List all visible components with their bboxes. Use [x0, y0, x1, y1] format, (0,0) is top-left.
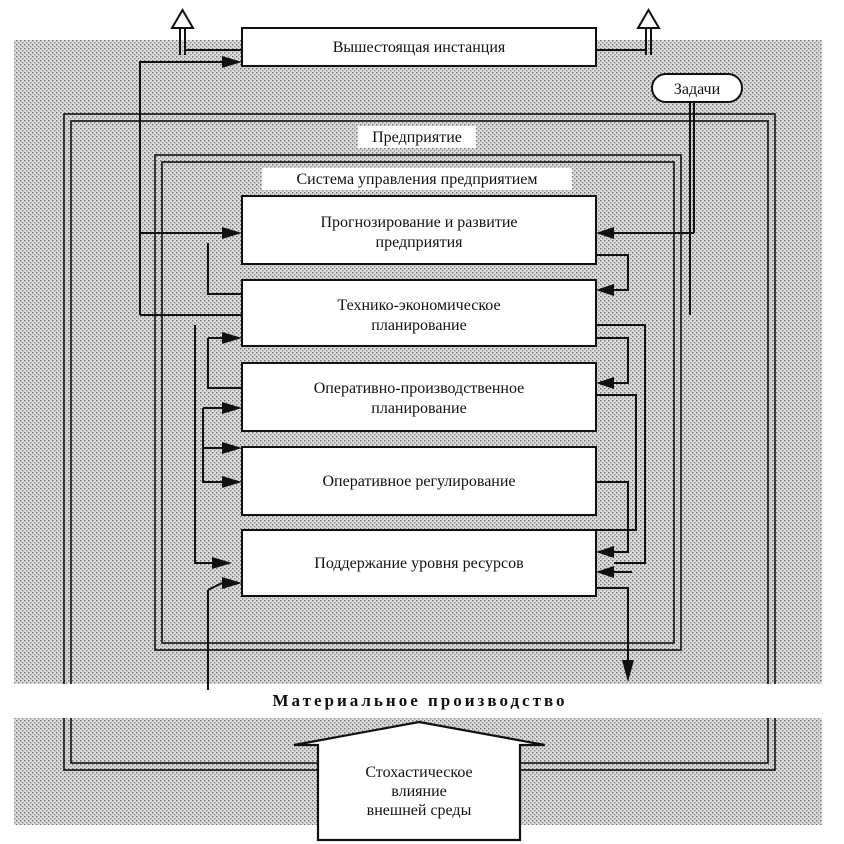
level-operational-regulation: Оперативное регулирование [241, 446, 597, 516]
production-label: Материальное производство [272, 691, 567, 710]
level-operational-regulation-line1: Оперативное регулирование [322, 473, 515, 490]
level-forecasting-line1: Прогнозирование и развитие [321, 214, 518, 231]
higher-authority-box [241, 27, 597, 67]
level-tech-economic-line2: планирование [371, 317, 466, 334]
control-system-frame [154, 154, 682, 651]
level-resources: Поддержание уровня ресурсов [241, 529, 597, 597]
environment-line3: внешней среды [367, 802, 472, 819]
connection-wires [139, 8, 695, 690]
tasks-pill [651, 73, 743, 103]
level-forecasting-line2: предприятия [376, 234, 464, 251]
environment-line1: Стохастическое [365, 764, 472, 781]
level-resources-line1: Поддержание уровня ресурсов [314, 555, 524, 572]
level-operational-planning-line2: планирование [371, 400, 466, 417]
level-operational-planning: Оперативно-производственное планирование [241, 362, 597, 432]
enterprise-label: Предприятие [372, 129, 462, 146]
level-tech-economic: Технико-экономическое планирование [241, 279, 597, 347]
level-forecasting: Прогнозирование и развитие предприятия [241, 195, 597, 265]
higher-authority-label: Вышестоящая инстанция [333, 39, 506, 56]
environment-line2: влияние [391, 783, 446, 800]
level-tech-economic-line1: Технико-экономическое [337, 297, 500, 314]
control-system-label: Система управления предприятием [297, 171, 538, 188]
tasks-label: Задачи [674, 81, 721, 98]
level-operational-planning-line1: Оперативно-производственное [314, 380, 525, 397]
environment-arrow: Стохастическое влияние внешней среды [293, 720, 546, 842]
